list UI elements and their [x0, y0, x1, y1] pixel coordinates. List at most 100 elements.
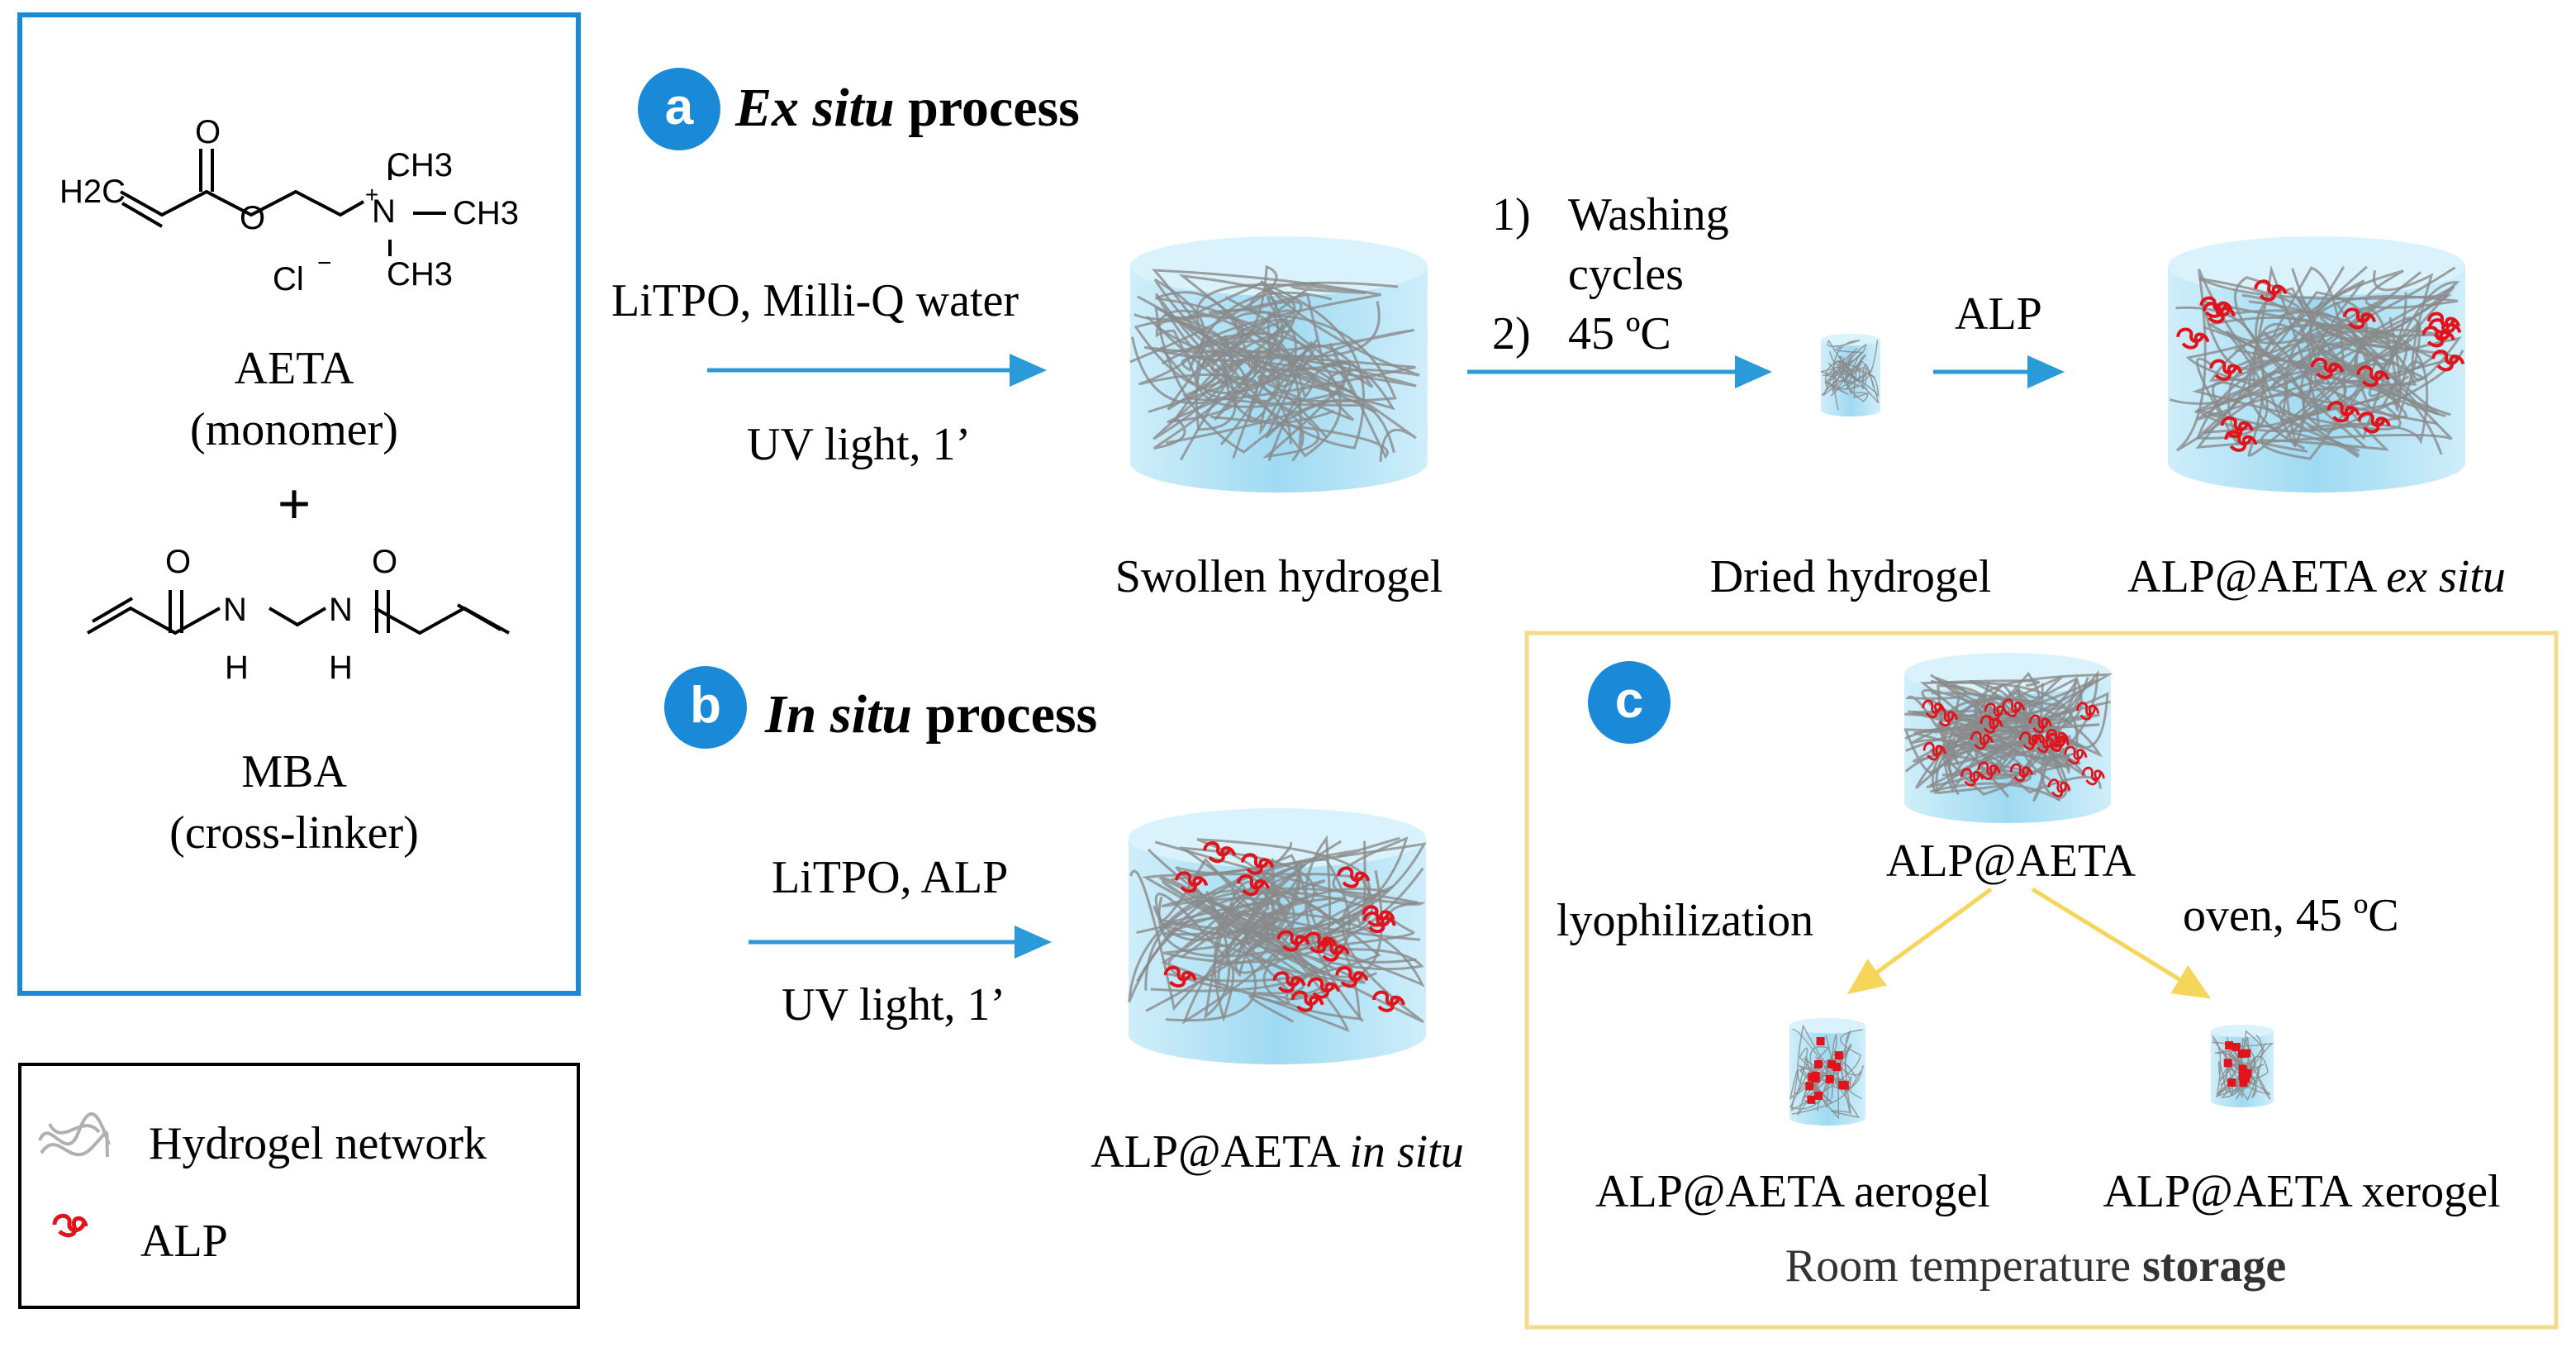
alp-mark	[2223, 1059, 2232, 1068]
alp-mark	[2243, 1069, 2252, 1078]
alp-mark	[2028, 714, 2052, 734]
mba-role: (cross-linker)	[169, 807, 419, 859]
alp-mark	[1934, 707, 1958, 727]
lyophilization-label: lyophilization	[1557, 895, 1814, 946]
mba-h2: H	[329, 650, 353, 686]
alp-mark	[2431, 350, 2465, 372]
mba-o1: O	[165, 544, 192, 580]
alp-mark	[2081, 766, 2105, 786]
alp-aeta-exsitu-gel	[2168, 236, 2465, 493]
dried-hydrogel	[1820, 334, 1880, 416]
alp-mark	[2064, 745, 2088, 764]
alp-mark	[1922, 741, 1946, 761]
alp-mark	[2224, 430, 2258, 452]
alp-mark	[2076, 702, 2100, 721]
storage-center-label: ALP@AETA	[1885, 835, 2136, 887]
alp-mark	[1970, 731, 1994, 750]
alp-mark	[2242, 1049, 2251, 1058]
alp-mark	[1832, 1063, 1842, 1072]
alp-mark	[1814, 1091, 1823, 1100]
arrow-oven	[2031, 887, 2212, 999]
exsitu-alp-step: ALP	[1955, 288, 2042, 340]
swollen-hydrogel	[1129, 236, 1428, 493]
aeta-cl-label: Cl	[273, 261, 304, 297]
alp-mark	[1236, 873, 1270, 897]
alp-mark	[2225, 1041, 2234, 1050]
xerogel-gel	[2211, 1025, 2275, 1107]
alp-mark	[2220, 416, 2254, 438]
aeta-role: (monomer)	[190, 404, 398, 455]
alp-mark	[1241, 853, 1275, 875]
dried-label: Dried hydrogel	[1709, 551, 1992, 602]
alp-mark	[1813, 1059, 1823, 1069]
alp-mark	[1816, 1037, 1825, 1046]
alp-mark	[2356, 365, 2390, 388]
badge-a: a	[638, 68, 720, 150]
mba-n2: N	[329, 592, 353, 628]
aerogel-label: ALP@AETA aerogel	[1595, 1166, 1990, 1217]
alp-mark	[2310, 357, 2344, 379]
badge-b: b	[664, 666, 747, 749]
alp-mark	[2032, 734, 2056, 754]
wash-num2: 2)	[1492, 308, 1531, 359]
alp-mark	[2342, 307, 2376, 330]
aeta-plus-charge: +	[365, 182, 379, 207]
exsitu-step1-top: LiTPO, Milli-Q water	[611, 275, 1019, 326]
storage-footer: Room temperature storage	[1785, 1240, 2287, 1292]
alp-mark	[2238, 1064, 2247, 1073]
alp-mark	[1980, 715, 2003, 734]
alp-aeta-insitu-gel	[1128, 808, 1427, 1064]
alp-mark	[1290, 990, 1324, 1012]
mba-name: MBA	[241, 746, 347, 797]
aerogel-gel	[1789, 1018, 1865, 1126]
alp-mark	[2239, 1078, 2248, 1088]
section-b-title: In situ process	[765, 684, 1098, 745]
mba-h1: H	[225, 650, 249, 686]
alp-mark	[1834, 1051, 1843, 1060]
alp-mark	[2357, 412, 2391, 434]
alp-mark	[1203, 841, 1237, 864]
aeta-carbonyl-o: O	[195, 114, 221, 150]
legend-frame	[18, 1063, 580, 1309]
alp-mark	[1977, 761, 2001, 780]
alp-mark	[1811, 1071, 1820, 1080]
alp-mark	[1163, 965, 1197, 988]
aeta-ch3-right: CH3	[453, 195, 520, 231]
alp-mark	[1307, 977, 1341, 999]
alp-mark	[2237, 1050, 2246, 1059]
alp-mark	[1960, 768, 1984, 787]
monomer-frame	[17, 12, 581, 996]
aeta-ch3-top: CH3	[387, 147, 454, 183]
exsitu-step1-bottom: UV light, 1’	[747, 419, 972, 470]
mba-structure	[87, 590, 510, 635]
xerogel-label: ALP@AETA xerogel	[2103, 1166, 2501, 1217]
insitu-step-bottom: UV light, 1’	[782, 979, 1006, 1030]
alp-mark	[1175, 871, 1209, 893]
alp-mark	[2002, 698, 2026, 717]
alp-mark	[1304, 931, 1338, 954]
legend-alp-label: ALP	[140, 1216, 228, 1267]
alp-mark	[2047, 778, 2071, 797]
alp-mark	[1825, 1075, 1834, 1084]
alp-mark	[1362, 905, 1395, 927]
alp-mark	[2176, 327, 2210, 350]
alp-aeta-storage-gel	[1903, 653, 2113, 823]
alp-mark	[2426, 312, 2460, 334]
swollen-label: Swollen hydrogel	[1115, 551, 1443, 602]
aeta-name: AETA	[234, 343, 354, 394]
alp-mark	[1272, 971, 1306, 993]
section-a-title: Ex situ process	[735, 78, 1080, 138]
plus-sign: +	[277, 471, 311, 537]
alp-mark	[2019, 731, 2043, 750]
insitu-product-label: ALP@AETA in situ	[1091, 1126, 1464, 1178]
alp-mark	[1838, 1080, 1847, 1089]
wash-temp: 45 ºC	[1568, 308, 1671, 359]
alp-mark	[1805, 1082, 1814, 1091]
mba-n1: N	[223, 592, 247, 628]
alp-icon	[50, 1208, 91, 1241]
alp-mark	[2241, 1074, 2250, 1083]
storage-frame	[1524, 631, 2559, 1330]
wash-line1: Washing	[1568, 189, 1729, 240]
alp-mark	[2202, 302, 2236, 324]
